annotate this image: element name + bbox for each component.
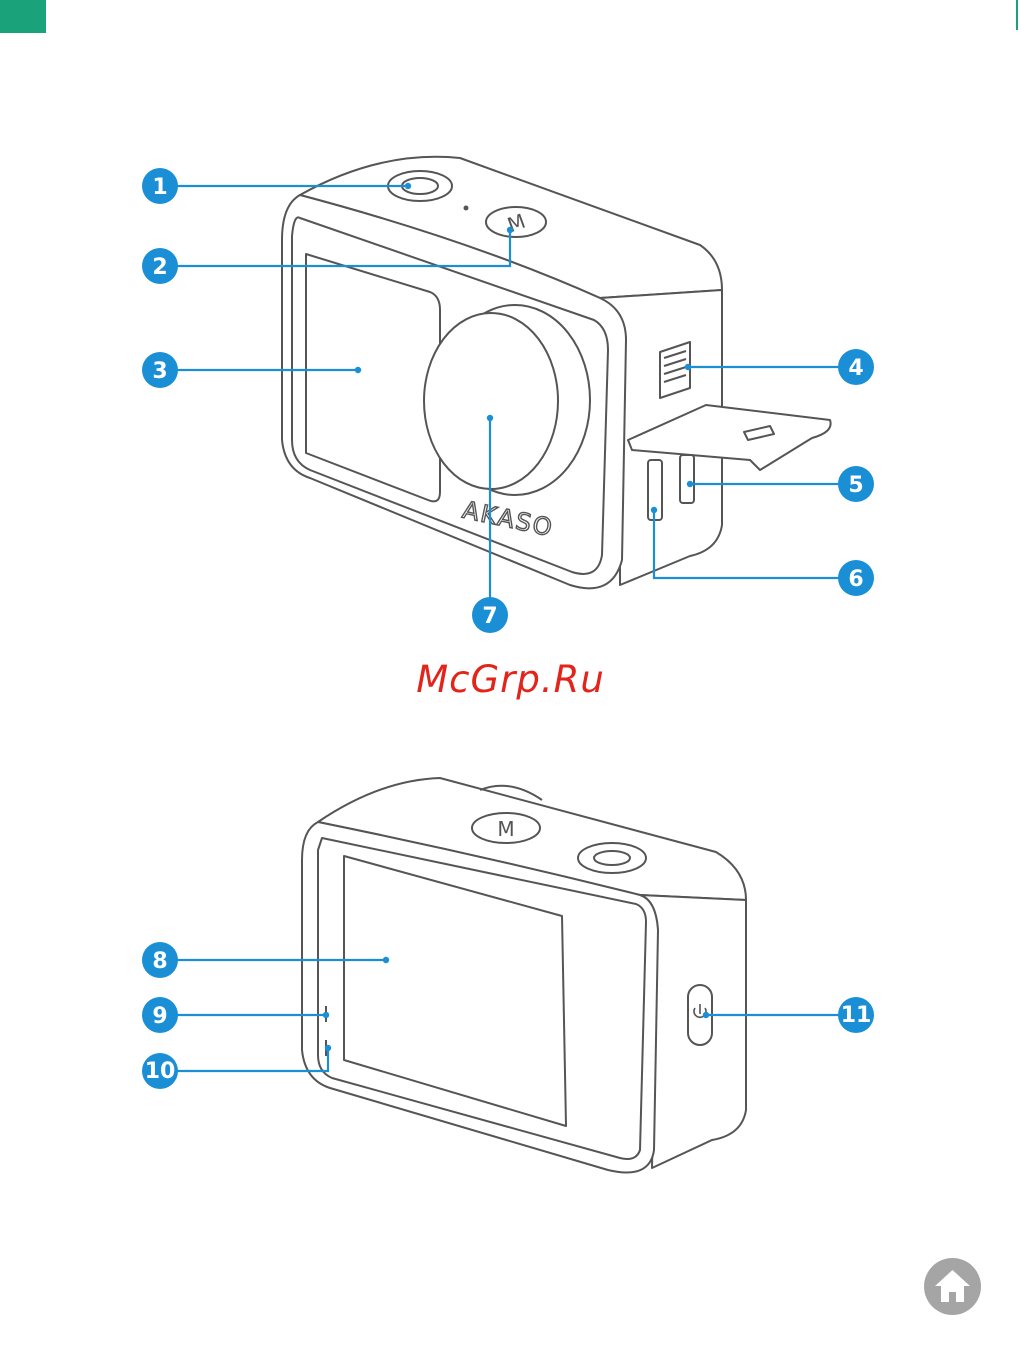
svg-text:11: 11 <box>841 1003 872 1028</box>
camera-front-view <box>282 157 831 589</box>
camera-back-view <box>302 778 746 1173</box>
home-icon <box>924 1258 981 1315</box>
svg-text:9: 9 <box>152 1004 167 1029</box>
callout-badge-6: 6 <box>838 560 874 596</box>
callout-badge-9: 9 <box>142 997 178 1033</box>
callout-badge-11: 11 <box>838 997 874 1033</box>
bottom-mode-glyph: M <box>497 817 514 841</box>
svg-text:4: 4 <box>848 356 863 381</box>
callout-badge-4: 4 <box>838 349 874 385</box>
callout-badge-7: 7 <box>472 597 508 633</box>
svg-text:7: 7 <box>482 604 497 629</box>
callout-badge-3: 3 <box>142 352 178 388</box>
callout-badge-5: 5 <box>838 466 874 502</box>
svg-text:2: 2 <box>152 255 167 280</box>
svg-text:1: 1 <box>152 175 167 200</box>
svg-text:5: 5 <box>848 473 863 498</box>
svg-text:8: 8 <box>152 949 167 974</box>
svg-text:6: 6 <box>848 567 863 592</box>
home-button[interactable] <box>924 1258 981 1315</box>
back-shutter-button[interactable] <box>578 843 646 873</box>
svg-text:10: 10 <box>145 1059 176 1084</box>
callout-badge-2: 2 <box>142 248 178 284</box>
callout-badge-1: 1 <box>142 168 178 204</box>
callout-badge-8: 8 <box>142 942 178 978</box>
svg-text:3: 3 <box>152 359 167 384</box>
sd-card-slot <box>680 455 694 503</box>
callout-badge-10: 10 <box>142 1053 178 1089</box>
watermark-text: McGrp.Ru <box>0 658 1021 701</box>
